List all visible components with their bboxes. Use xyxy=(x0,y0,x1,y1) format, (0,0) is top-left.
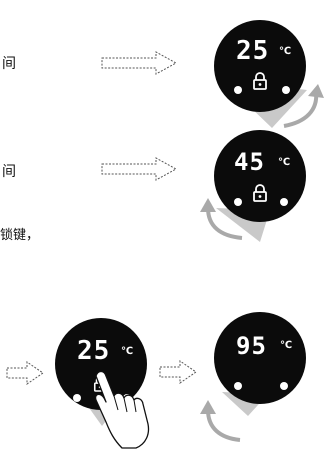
hand-pointer-icon xyxy=(94,370,150,449)
rotate-arrow-icon xyxy=(200,198,243,240)
temperature-display: 25 xyxy=(77,336,111,366)
indicator-dot-right xyxy=(282,86,290,94)
temperature-display: 45 xyxy=(234,148,265,176)
instruction-fragment-1: 间 xyxy=(2,56,16,72)
lock-icon[interactable] xyxy=(252,184,268,202)
control-dial-1[interactable]: 25 ℃ xyxy=(214,20,306,112)
indicator-dot-right xyxy=(280,382,288,390)
temperature-display: 95 xyxy=(236,332,267,360)
outline-arrow-right-icon xyxy=(6,361,44,385)
control-dial-2[interactable]: 45 ℃ xyxy=(214,130,306,222)
indicator-dot-left xyxy=(73,394,81,402)
outline-arrow-right-icon xyxy=(101,51,178,75)
temperature-unit: ℃ xyxy=(280,340,293,351)
lock-icon[interactable] xyxy=(252,72,268,90)
dial-face xyxy=(214,312,306,404)
temperature-unit: ℃ xyxy=(121,346,134,357)
instruction-note: 锁键， xyxy=(0,228,40,243)
rotate-arrow-icon xyxy=(283,84,324,128)
indicator-dot-left xyxy=(234,86,242,94)
control-dial-4[interactable]: 95 ℃ xyxy=(214,312,306,404)
temperature-unit: ℃ xyxy=(278,157,291,168)
dial-face xyxy=(214,20,306,112)
temperature-unit: ℃ xyxy=(279,46,292,57)
outline-arrow-right-icon xyxy=(101,157,178,181)
dial-face xyxy=(214,130,306,222)
outline-arrow-right-icon xyxy=(159,360,197,384)
indicator-dot-left xyxy=(234,382,242,390)
temperature-display: 25 xyxy=(236,36,270,66)
rotate-arrow-icon xyxy=(200,400,241,442)
instruction-fragment-2: 间 xyxy=(2,164,16,180)
indicator-dot-left xyxy=(234,198,242,206)
indicator-dot-right xyxy=(280,198,288,206)
